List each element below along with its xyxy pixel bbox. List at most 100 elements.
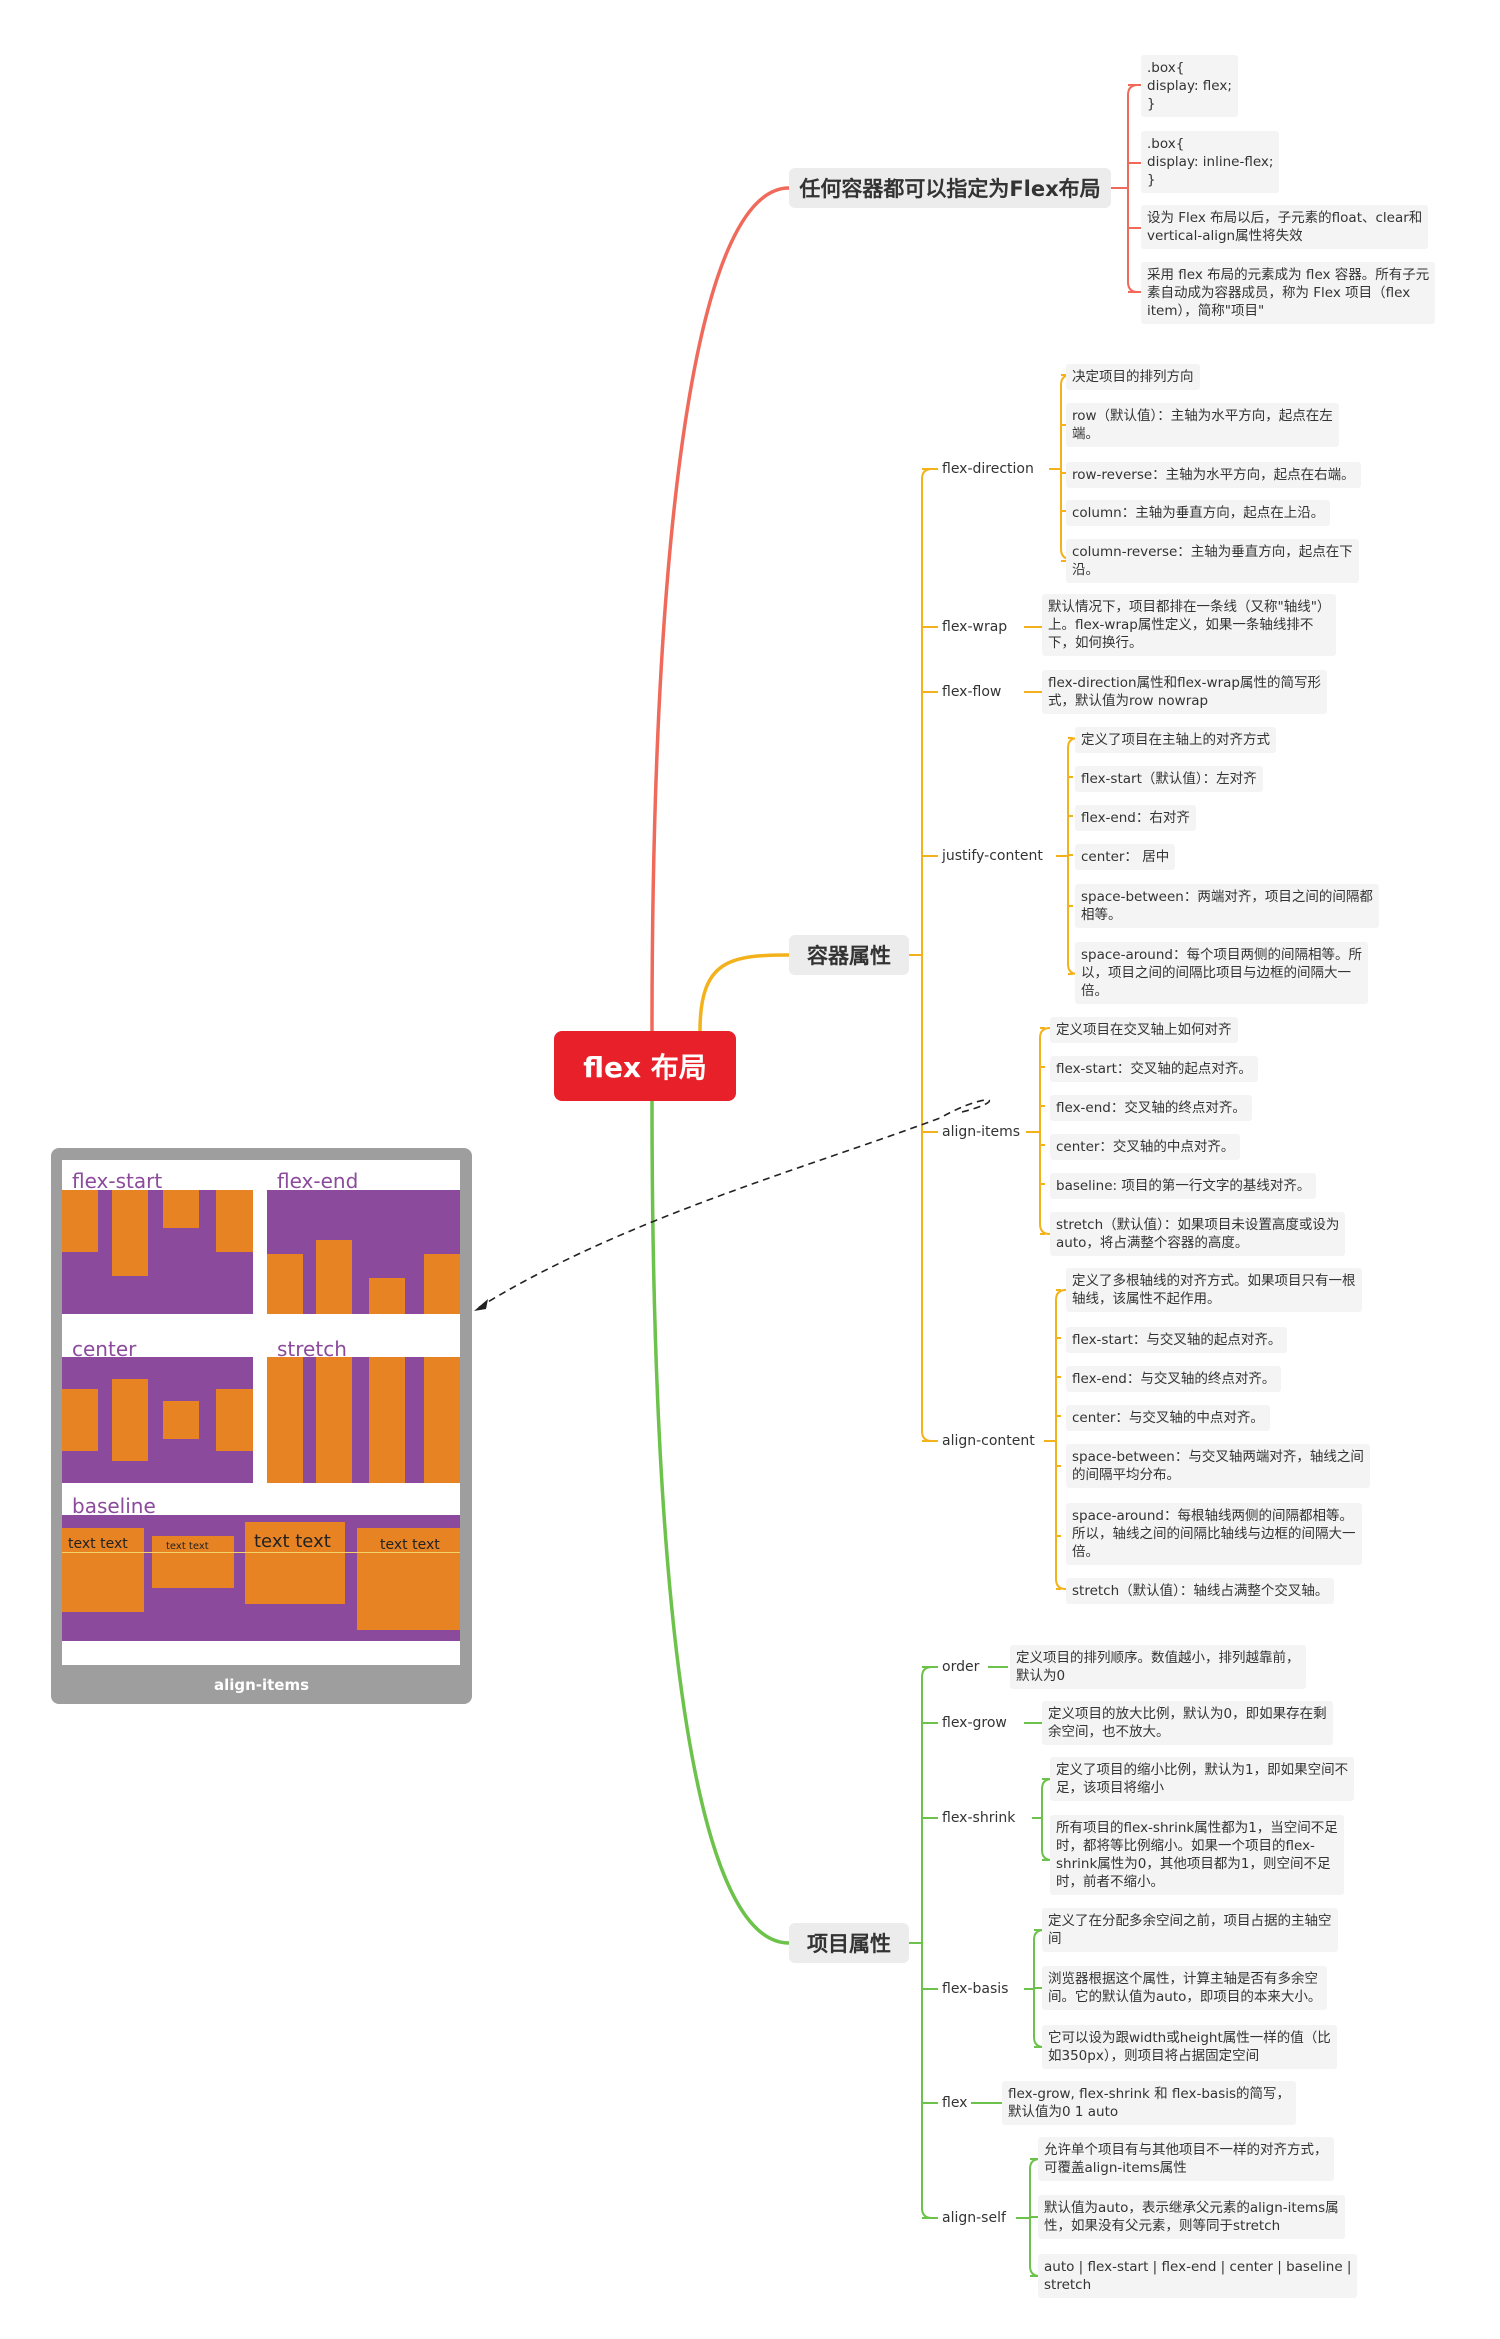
sub-order[interactable]: order	[938, 1656, 984, 1678]
block	[112, 1379, 148, 1461]
leaf-flex-container: 采用 flex 布局的元素成为 flex 容器。所有子元 素自动成为容器成员，称…	[1141, 262, 1436, 324]
sub-align-items[interactable]: align-items	[938, 1121, 1025, 1143]
block	[369, 1278, 405, 1314]
block	[62, 1190, 98, 1252]
label-flex-end: flex-end	[277, 1169, 359, 1193]
leaf-align-self-desc: 允许单个项目有与其他项目不一样的对齐方式， 可覆盖align-items属性	[1038, 2137, 1334, 2181]
leaf-shrink-detail: 所有项目的flex-shrink属性都为1，当空间不足 时，都将等比例缩小。如果…	[1050, 1815, 1344, 1895]
sub-flex-basis[interactable]: flex-basis	[938, 1978, 1013, 2000]
leaf-direction-desc: 决定项目的排列方向	[1066, 364, 1200, 390]
leaf-direction-row: row（默认值）：主轴为水平方向，起点在左 端。	[1066, 403, 1339, 447]
block	[316, 1357, 352, 1483]
leaf-align-items-stretch: stretch（默认值）：如果项目未设置高度或设为 auto，将占满整个容器的高…	[1050, 1212, 1346, 1256]
leaf-flow-desc: flex-direction属性和flex-wrap属性的简写形 式，默认值为r…	[1042, 670, 1327, 714]
label-flex-start: flex-start	[72, 1169, 163, 1193]
leaf-align-items-desc: 定义项目在交叉轴上如何对齐	[1050, 1017, 1238, 1043]
leaf-grow-desc: 定义项目的放大比例，默认为0，即如果存在剩 余空间，也不放大。	[1042, 1701, 1333, 1745]
baseline-text: text text	[380, 1537, 440, 1553]
baseline-text: text text	[254, 1531, 331, 1552]
baseline-guide-line	[62, 1552, 460, 1553]
sub-flex-shrink[interactable]: flex-shrink	[938, 1807, 1020, 1829]
leaf-align-self-auto: 默认值为auto，表示继承父元素的align-items属 性，如果没有父元素，…	[1038, 2195, 1345, 2239]
block	[267, 1357, 303, 1483]
leaf-justify-space-between: space-between：两端对齐，项目之间的间隔都 相等。	[1075, 884, 1379, 928]
block	[369, 1357, 405, 1483]
connector-b3-subbracket	[1041, 1778, 1053, 1861]
sub-justify-content[interactable]: justify-content	[938, 845, 1047, 867]
sub-align-self[interactable]: align-self	[938, 2207, 1010, 2229]
block	[424, 1254, 460, 1314]
leaf-align-items-flex-start: flex-start：交叉轴的起点对齐。	[1050, 1056, 1258, 1082]
leaf-basis-calc: 浏览器根据这个属性，计算主轴是否有多余空 间。它的默认值为auto，即项目的本来…	[1042, 1966, 1328, 2010]
connector-b1-bracket	[1127, 84, 1139, 293]
sub-flex[interactable]: flex	[938, 2092, 972, 2114]
leaf-order-desc: 定义项目的排列顺序。数值越小，排列越靠前， 默认为0	[1010, 1645, 1306, 1689]
leaf-align-items-baseline: baseline: 项目的第一行文字的基线对齐。	[1050, 1173, 1317, 1199]
block	[112, 1190, 148, 1276]
block	[62, 1528, 144, 1612]
illustration-canvas: flex-start flex-end center stretch basel…	[62, 1160, 460, 1665]
leaf-align-self-values: auto | flex-start | flex-end | center | …	[1038, 2254, 1358, 2298]
baseline-text: text text	[166, 1541, 209, 1552]
connector-root-branch2	[698, 953, 790, 1032]
block	[316, 1240, 352, 1314]
leaf-direction-row-reverse: row-reverse：主轴为水平方向，起点在右端。	[1066, 462, 1361, 488]
leaf-align-content-desc: 定义了多根轴线的对齐方式。如果项目只有一根 轴线，该属性不起作用。	[1066, 1268, 1362, 1312]
connector-root-branch3	[650, 1100, 790, 1945]
leaf-flex-shorthand: flex-grow, flex-shrink 和 flex-basis的简写， …	[1002, 2081, 1297, 2125]
block	[357, 1528, 460, 1630]
leaf-align-content-space-between: space-between：与交叉轴两端对齐，轴线之间 的间隔平均分布。	[1066, 1444, 1370, 1488]
leaf-float-invalid: 设为 Flex 布局以后，子元素的float、clear和 vertical-a…	[1141, 205, 1429, 249]
baseline-text: text text	[68, 1536, 128, 1552]
leaf-align-content-flex-start: flex-start：与交叉轴的起点对齐。	[1066, 1327, 1288, 1353]
root-node[interactable]: flex 布局	[554, 1031, 736, 1101]
connector-b2-subbracket	[1039, 1027, 1051, 1235]
block	[216, 1190, 253, 1252]
connector-b2-subbracket	[1060, 374, 1072, 560]
illustration-caption: align-items	[213, 1676, 310, 1694]
block	[163, 1401, 199, 1439]
connector-b2-subbracket	[1055, 1289, 1067, 1590]
leaf-align-items-flex-end: flex-end：交叉轴的终点对齐。	[1050, 1095, 1252, 1121]
label-baseline: baseline	[72, 1494, 156, 1518]
leaf-box-flex: .box{ display: flex; }	[1141, 55, 1238, 117]
leaf-justify-flex-end: flex-end：右对齐	[1075, 805, 1196, 831]
leaf-shrink-desc: 定义了项目的缩小比例，默认为1，即如果空间不 足，该项目将缩小	[1050, 1757, 1355, 1801]
leaf-direction-column: column：主轴为垂直方向，起点在上沿。	[1066, 500, 1331, 526]
block	[424, 1357, 460, 1483]
label-center: center	[72, 1337, 137, 1361]
leaf-justify-flex-start: flex-start（默认值）：左对齐	[1075, 766, 1263, 792]
leaf-align-content-flex-end: flex-end：与交叉轴的终点对齐。	[1066, 1366, 1282, 1392]
connector-b2-bracket	[921, 468, 933, 1442]
sub-flex-direction[interactable]: flex-direction	[938, 458, 1038, 480]
leaf-align-content-space-around: space-around：每根轴线两侧的间隔都相等。 所以，轴线之间的间隔比轴线…	[1066, 1503, 1362, 1565]
leaf-align-content-center: center：与交叉轴的中点对齐。	[1066, 1405, 1270, 1431]
leaf-box-inline-flex: .box{ display: inline-flex; }	[1141, 131, 1280, 193]
leaf-align-content-stretch: stretch（默认值）：轴线占满整个交叉轴。	[1066, 1578, 1335, 1604]
arrowhead-icon	[474, 1299, 488, 1311]
connector-dashed-arrow	[477, 1099, 991, 1309]
connector-b3-bracket	[921, 1666, 933, 2219]
align-items-illustration[interactable]: flex-start flex-end center stretch basel…	[51, 1148, 472, 1704]
branch-container-props[interactable]: 容器属性	[789, 935, 909, 975]
block	[163, 1190, 199, 1228]
branch-container-any[interactable]: 任何容器都可以指定为Flex布局	[789, 168, 1111, 208]
block	[245, 1522, 345, 1604]
connector-root-branch1	[650, 186, 790, 1032]
leaf-justify-desc: 定义了项目在主轴上的对齐方式	[1075, 727, 1276, 753]
block	[62, 1389, 98, 1451]
sub-flex-grow[interactable]: flex-grow	[938, 1712, 1011, 1734]
leaf-align-items-center: center：交叉轴的中点对齐。	[1050, 1134, 1241, 1160]
sub-flex-wrap[interactable]: flex-wrap	[938, 616, 1012, 638]
leaf-basis-fixed: 它可以设为跟width或height属性一样的值（比 如350px），则项目将占…	[1042, 2025, 1337, 2069]
leaf-wrap-desc: 默认情况下，项目都排在一条线（又称"轴线"） 上。flex-wrap属性定义，如…	[1042, 594, 1337, 656]
sub-flex-flow[interactable]: flex-flow	[938, 681, 1006, 703]
leaf-basis-desc: 定义了在分配多余空间之前，项目占据的主轴空 间	[1042, 1908, 1338, 1952]
branch-item-props[interactable]: 项目属性	[789, 1923, 909, 1963]
label-stretch: stretch	[277, 1337, 347, 1361]
sub-align-content[interactable]: align-content	[938, 1430, 1039, 1452]
block	[216, 1389, 253, 1451]
block	[267, 1254, 303, 1314]
leaf-justify-space-around: space-around：每个项目两侧的间隔相等。所 以，项目之间的间隔比项目与…	[1075, 942, 1368, 1004]
